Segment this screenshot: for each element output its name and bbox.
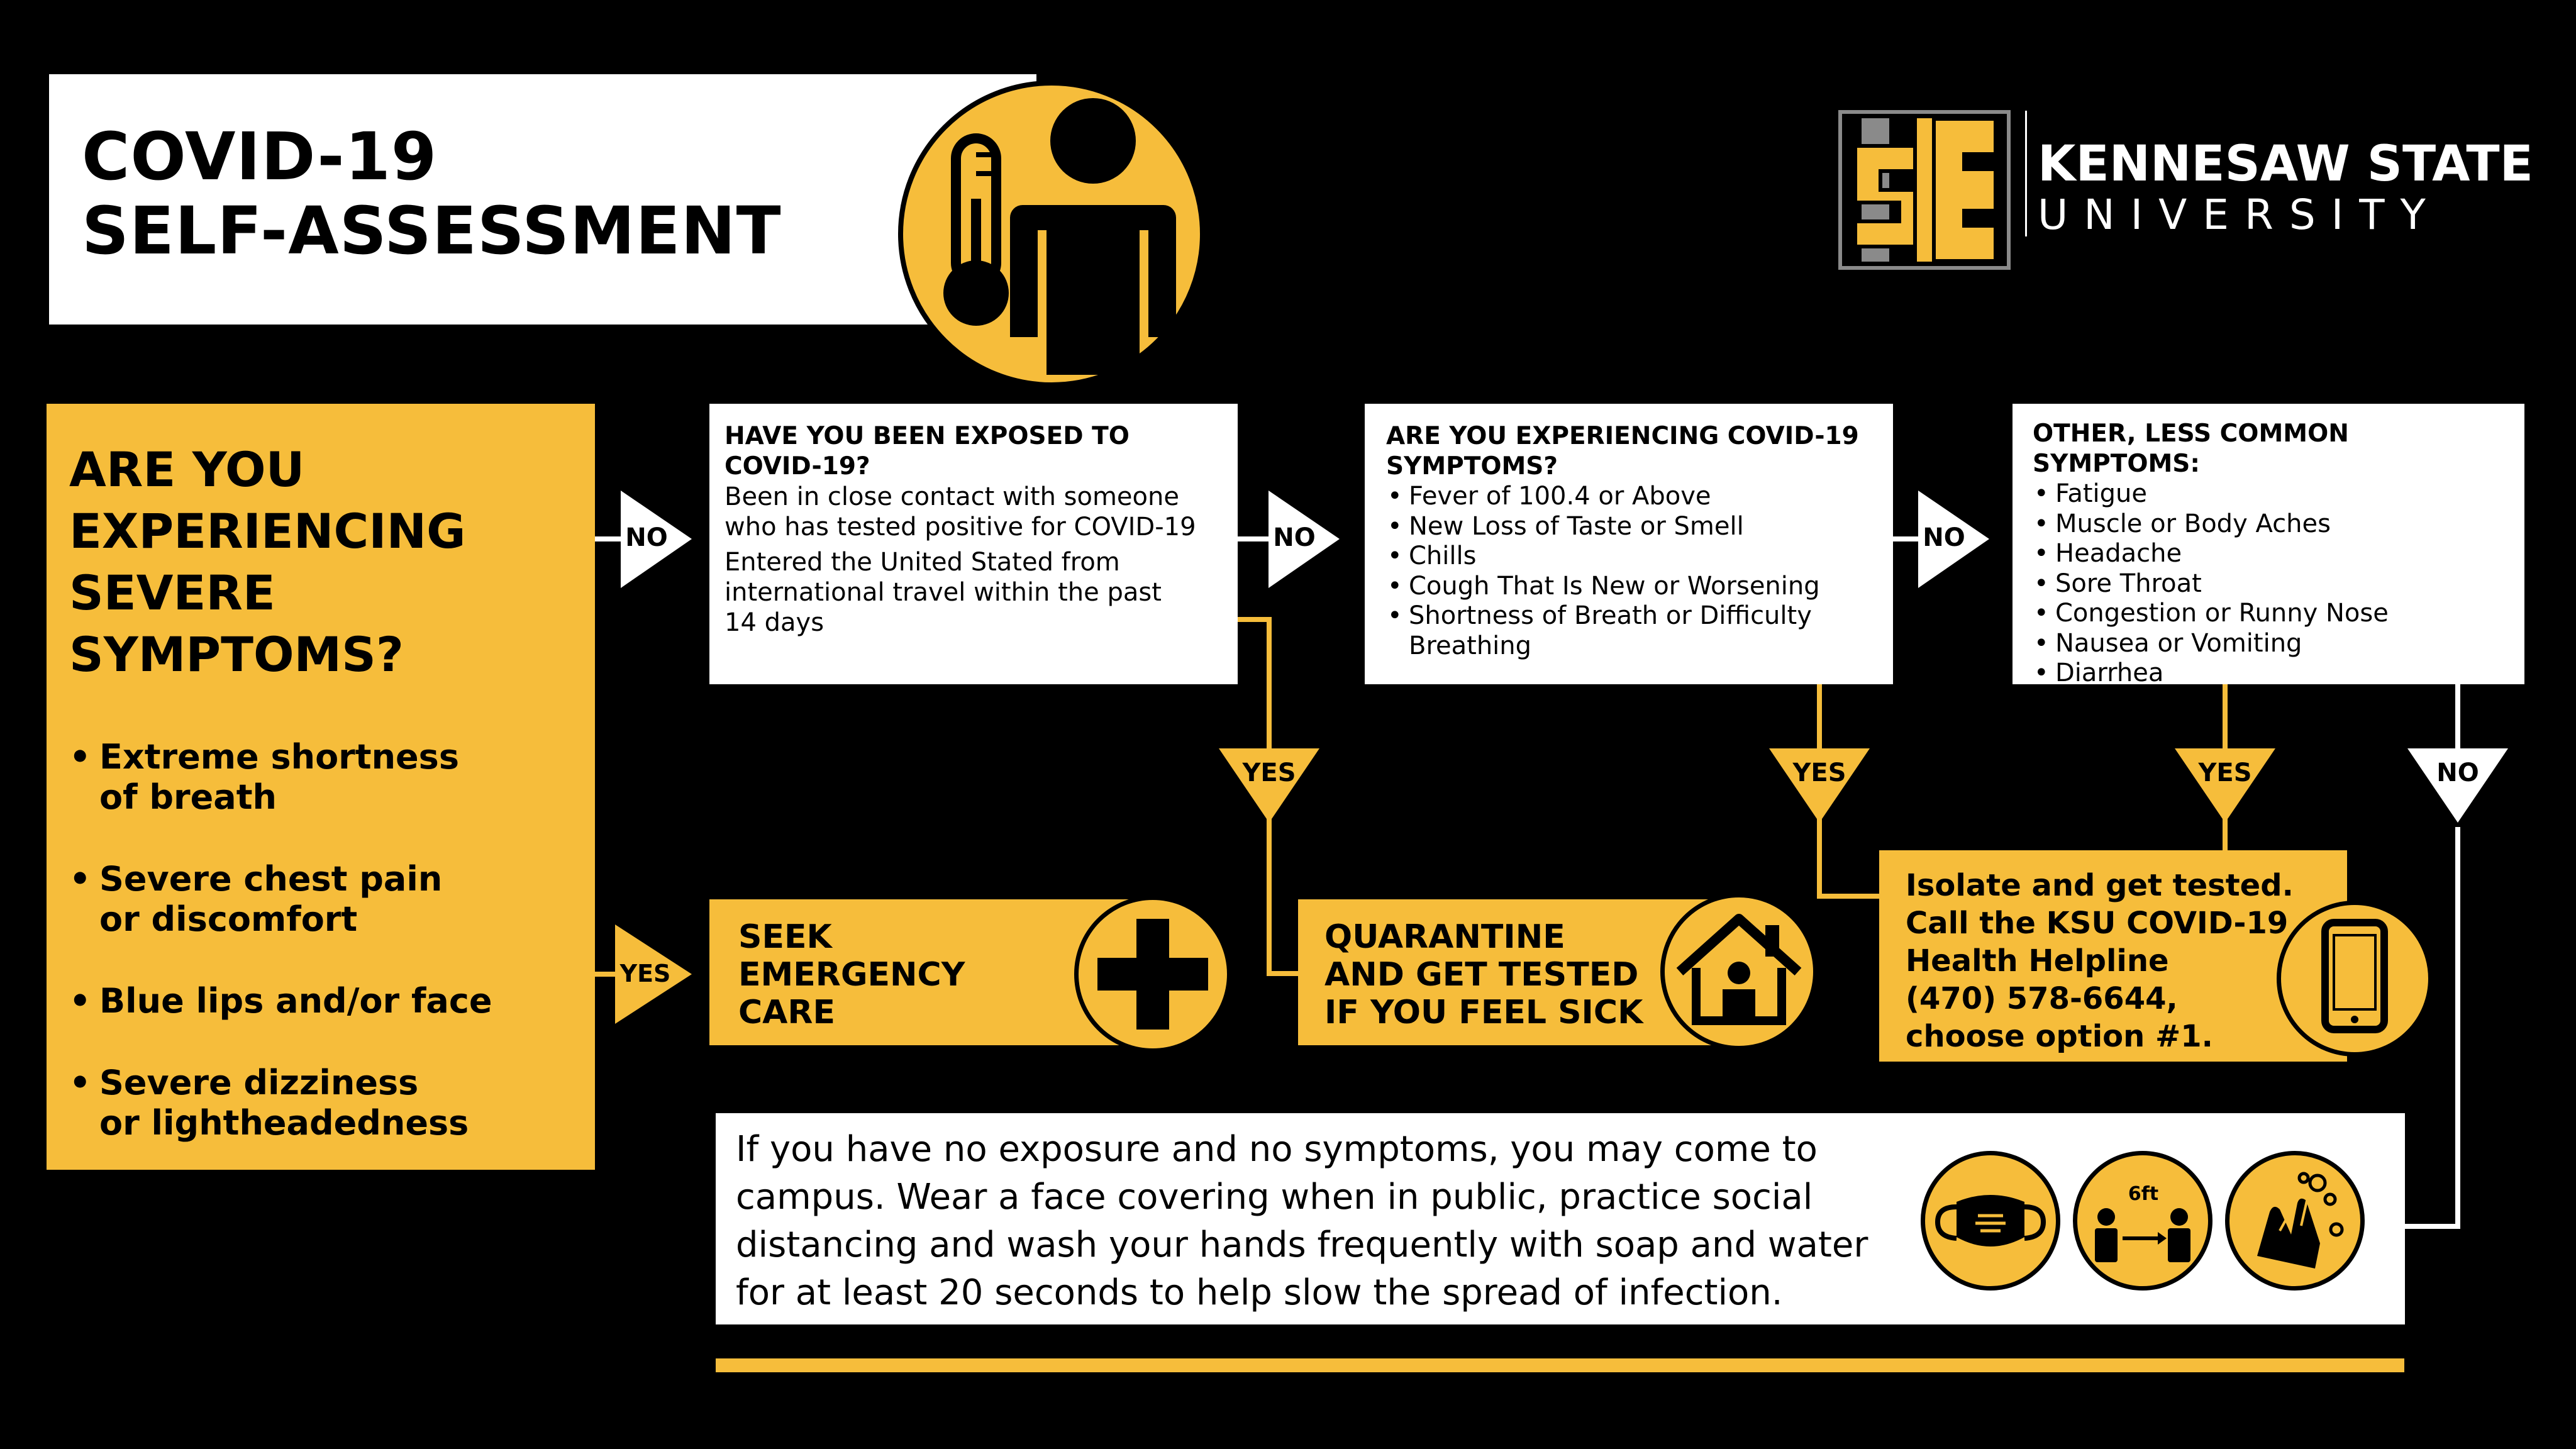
list-item: Blue lips and/or face (69, 981, 595, 1021)
header-banner: COVID-19 SELF-ASSESSMENT (49, 74, 1036, 325)
emergency-text: SEEK EMERGENCY CARE (738, 918, 965, 1031)
isolate-box: Isolate and get tested. Call the KSU COV… (1879, 850, 2347, 1062)
severe-symptoms-title: ARE YOU EXPERIENCING SEVERE SYMPTOMS? (69, 441, 466, 682)
other-symptoms-list: Fatigue Muscle or Body Aches Headache So… (2033, 479, 2524, 689)
logo-name: KENNESAW STATE (2038, 136, 2533, 192)
other-symptoms-title: OTHER, LESS COMMON SYMPTOMS: (2033, 419, 2349, 478)
medical-cross-icon (1074, 896, 1231, 1053)
logo-divider (2025, 111, 2027, 236)
social-distance-icon: 6ft (2073, 1151, 2212, 1291)
other-symptoms-box: OTHER, LESS COMMON SYMPTOMS: Fatigue Mus… (2012, 404, 2524, 688)
connector-symptoms-yes-down (1817, 818, 1884, 899)
yes-arrow-exposure (1219, 748, 1319, 823)
list-item: Congestion or Runny Nose (2033, 599, 2524, 629)
no-arrow-1 (621, 491, 692, 588)
exposure-criterion-travel: Entered the United Stated from internati… (724, 548, 1162, 637)
label-yes-other: YES (2198, 758, 2252, 787)
symptoms-list: Fever of 100.4 or Above New Loss of Tast… (1386, 482, 1877, 661)
label-yes-emergency: YES (619, 960, 671, 987)
label-yes-symptoms: YES (1792, 758, 1846, 787)
distance-label: 6ft (2128, 1183, 2159, 1205)
yes-arrow-symptoms (1769, 748, 1870, 823)
label-yes-exposure: YES (1242, 758, 1296, 787)
list-item: Diarrhea (2033, 658, 2524, 689)
connector-exposure-yes (1238, 617, 1272, 748)
list-item: Muscle or Body Aches (2033, 509, 2524, 540)
list-item: New Loss of Taste or Smell (1386, 512, 1877, 542)
list-item: Headache (2033, 539, 2524, 569)
list-item: Nausea or Vomiting (2033, 629, 2524, 659)
severe-symptoms-panel: ARE YOU EXPERIENCING SEVERE SYMPTOMS? Ex… (47, 404, 595, 1170)
hand-washing-icon (2225, 1151, 2365, 1291)
house-person-icon (1660, 893, 1818, 1050)
symptoms-question-title: ARE YOU EXPERIENCING COVID-19 SYMPTOMS? (1386, 422, 1859, 480)
list-item: Cough That Is New or Worsening (1386, 572, 1877, 602)
list-item: Fatigue (2033, 479, 2524, 509)
thermometer-person-icon (898, 80, 1205, 387)
guidance-text: If you have no exposure and no symptoms,… (736, 1129, 1868, 1313)
connector-exposure-yes-down (1267, 818, 1303, 976)
exposure-criterion-contact: Been in close contact with someone who h… (724, 482, 1196, 541)
label-no-4: NO (2436, 758, 2479, 787)
yes-arrow-emergency (615, 924, 692, 1024)
list-item: Fever of 100.4 or Above (1386, 482, 1877, 512)
quarantine-box: QUARANTINE AND GET TESTED IF YOU FEEL SI… (1298, 899, 1738, 1045)
label-no-2: NO (1273, 523, 1316, 552)
list-item: Chills (1386, 541, 1877, 572)
yes-arrow-other (2175, 748, 2275, 823)
label-no-1: NO (625, 523, 668, 552)
no-arrow-4 (2407, 748, 2508, 823)
exposure-question-box: HAVE YOU BEEN EXPOSED TO COVID-19? Been … (709, 404, 1238, 684)
isolate-text: Isolate and get tested. Call the KSU COV… (1906, 868, 2294, 1054)
face-mask-icon (1921, 1151, 2060, 1291)
quarantine-text: QUARANTINE AND GET TESTED IF YOU FEEL SI… (1324, 918, 1643, 1031)
smartphone-icon (2277, 901, 2433, 1057)
connector-other-no-down (2405, 827, 2460, 1229)
page-title: COVID-19 SELF-ASSESSMENT (82, 118, 782, 269)
list-item: Sore Throat (2033, 569, 2524, 599)
list-item: Shortness of Breath or Difficulty Breath… (1386, 601, 1843, 661)
no-arrow-2 (1269, 491, 1340, 588)
ksu-logo-icon (1836, 108, 2012, 272)
exposure-question-title: HAVE YOU BEEN EXPOSED TO COVID-19? (724, 422, 1130, 480)
symptoms-question-box: ARE YOU EXPERIENCING COVID-19 SYMPTOMS? … (1365, 404, 1893, 684)
logo-subtitle: UNIVERSITY (2038, 191, 2441, 239)
bottom-bar (716, 1358, 2404, 1372)
label-no-3: NO (1923, 523, 1965, 552)
no-arrow-3 (1918, 491, 1989, 588)
